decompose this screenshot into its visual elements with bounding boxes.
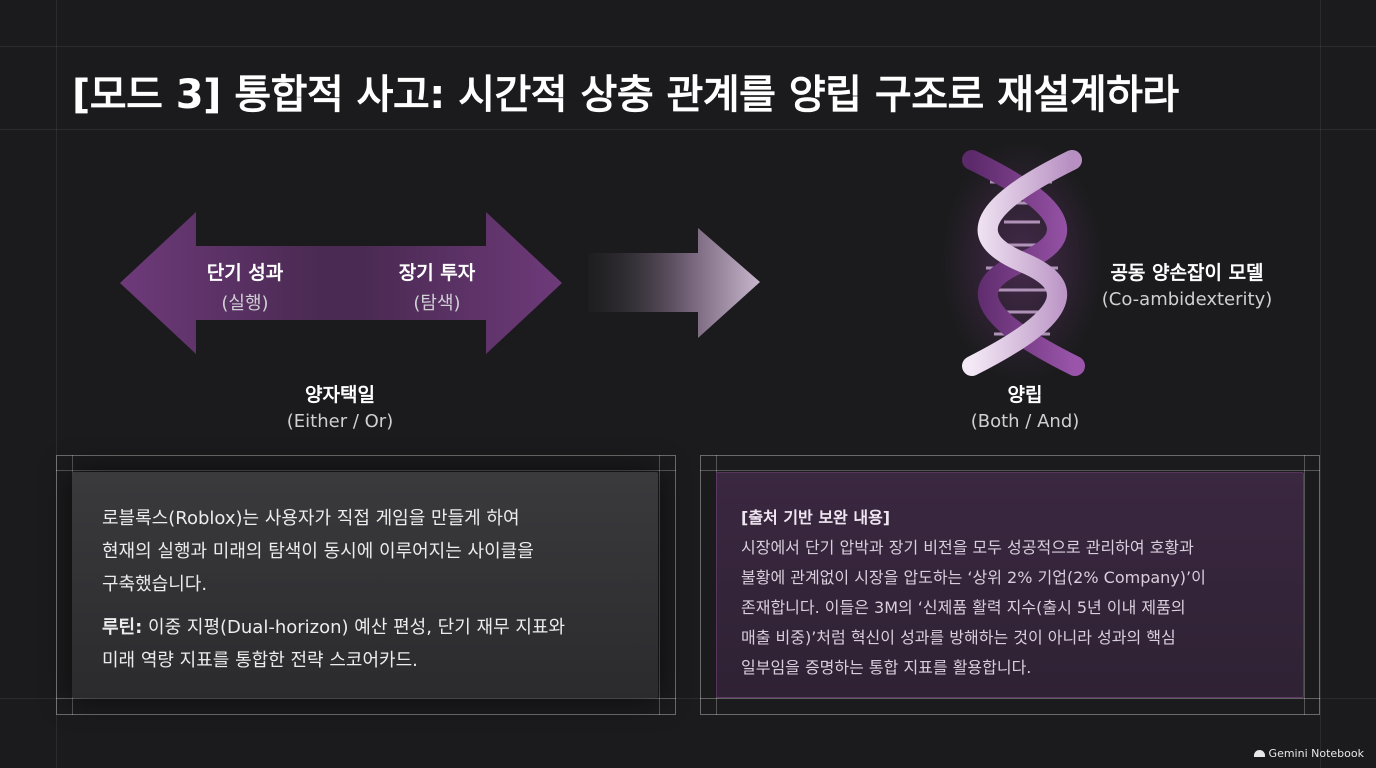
routine-line: 미래 역량 지표를 통합한 전략 스코어카드. [102,650,418,671]
source-panel: [출처 기반 보완 내용] 시장에서 단기 압박과 장기 비전을 모두 성공적으… [716,472,1304,698]
frame-line [1304,455,1305,715]
frame-line [700,470,1320,471]
both-and-caption: 양립 (Both / And) [935,380,1115,432]
footer-brand: Gemini Notebook [1253,747,1364,760]
either-or-sub: (Either / Or) [286,411,394,432]
source-heading: [출처 기반 보완 내용] [741,508,891,527]
grid-line [56,0,57,768]
brand-text: Gemini Notebook [1268,747,1364,760]
grid-line [0,698,1376,699]
roblox-line: 로블록스(Roblox)는 사용자가 직접 게임을 만들게 하여 [102,508,520,529]
grid-line [0,129,1376,130]
both-and-sub: (Both / And) [970,411,1080,432]
co-ambidexterity-sub: (Co-ambidexterity) [1101,289,1273,310]
long-term-label: 장기 투자 (탐색) [377,258,497,315]
panel-left-frame [56,455,676,715]
frame-line [700,698,1320,699]
short-term-label: 단기 성과 (실행) [185,258,305,315]
grid-line [0,46,1376,47]
frame-line [659,455,660,715]
forward-arrow-icon [588,228,760,338]
routine-line: 루틴: 이중 지평(Dual-horizon) 예산 편성, 단기 재무 지표와 [102,611,628,644]
double-arrow-icon [120,212,562,354]
source-line: 불황에 관계없이 시장을 압도하는 ‘상위 2% 기업(2% Company)’… [741,568,1206,587]
routine-text: 이중 지평(Dual-horizon) 예산 편성, 단기 재무 지표와 [142,617,566,638]
both-and-title: 양립 [1007,384,1043,406]
frame-line [56,470,676,471]
dna-helix-icon [962,150,1085,376]
source-line: 시장에서 단기 압박과 장기 비전을 모두 성공적으로 관리하여 호황과 [741,538,1194,557]
notebook-logo-icon [1253,750,1265,757]
grid-line [1320,0,1321,768]
source-line: 일부임을 증명하는 통합 지표를 활용합니다. [741,658,1032,677]
long-term-sub: (탐색) [413,293,461,314]
page-title: [모드 3] 통합적 사고: 시간적 상충 관계를 양립 구조로 재설계하라 [72,72,1179,118]
roblox-line: 구축했습니다. [102,574,208,595]
source-line: 매출 비중)’처럼 혁신이 성과를 방해하는 것이 아니라 성과의 핵심 [741,628,1176,647]
routine-label: 루틴: [102,617,143,638]
short-term-title: 단기 성과 [206,262,284,284]
panel-right-frame [700,455,1320,715]
short-term-sub: (실행) [221,293,269,314]
frame-line [56,698,676,699]
either-or-caption: 양자택일 (Either / Or) [250,380,430,432]
roblox-line: 현재의 실행과 미래의 탐색이 동시에 이루어지는 사이클을 [102,541,534,562]
either-or-title: 양자택일 [305,384,375,406]
co-ambidexterity-title: 공동 양손잡이 모델 [1110,262,1264,284]
co-ambidexterity-label: 공동 양손잡이 모델 (Co-ambidexterity) [1082,258,1292,310]
source-line: 존재합니다. 이들은 3M의 ‘신제품 활력 지수(출시 5년 이내 제품의 [741,598,1186,617]
long-term-title: 장기 투자 [398,262,476,284]
roblox-panel: 로블록스(Roblox)는 사용자가 직접 게임을 만들게 하여 현재의 실행과… [72,472,658,698]
